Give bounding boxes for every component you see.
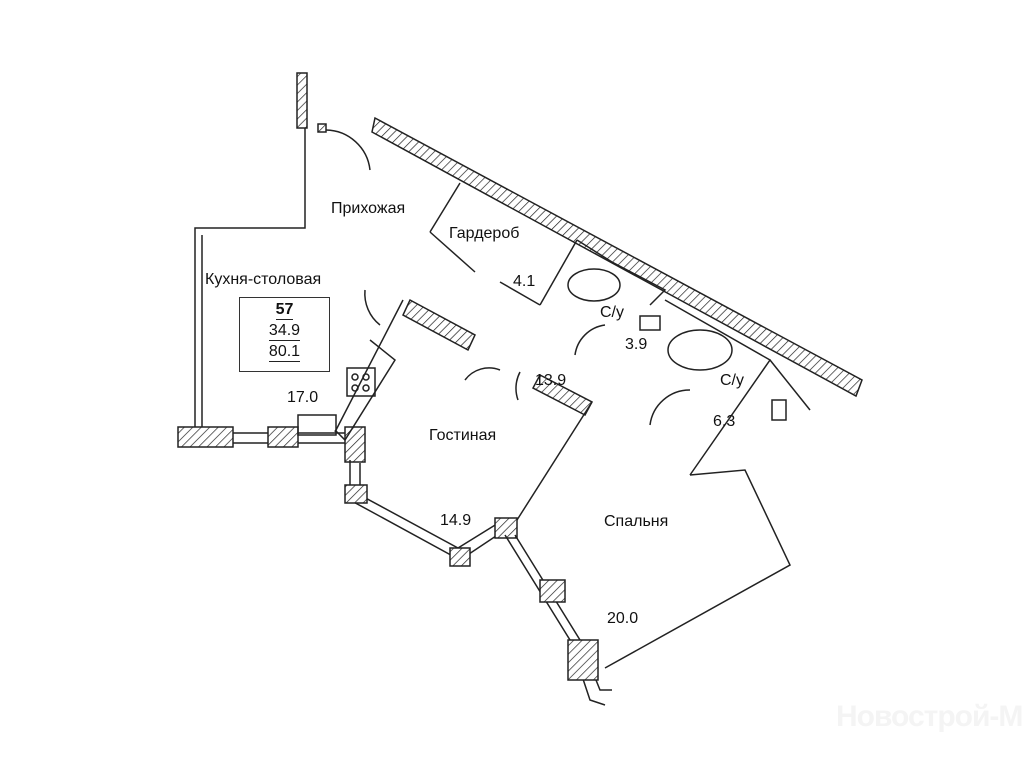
room-label-bathroom-1: С/у	[600, 304, 624, 321]
apartment-info-box: 57 34.9 80.1	[239, 297, 330, 372]
apartment-number: 57	[275, 301, 294, 320]
room-label-bedroom: Спальня	[604, 513, 669, 530]
room-area-hallway: 13.9	[535, 372, 567, 389]
room-label-kitchen: Кухня-столовая	[205, 271, 322, 288]
living-area: 34.9	[268, 322, 301, 341]
room-area-kitchen: 17.0	[287, 389, 319, 406]
room-area-bathroom-2: 6.3	[713, 413, 736, 430]
watermark: Новострой-М	[836, 700, 1023, 733]
total-area: 80.1	[268, 343, 301, 362]
room-area-bathroom-1: 3.9	[625, 336, 648, 353]
room-label-living-room: Гостиная	[429, 427, 497, 444]
room-label-wardrobe: Гардероб	[449, 225, 520, 242]
room-area-bedroom: 20.0	[607, 610, 639, 627]
room-area-wardrobe: 4.1	[513, 273, 536, 290]
walls	[177, 72, 863, 706]
room-label-bathroom-2: С/у	[720, 372, 744, 389]
room-label-hallway: Прихожая	[331, 200, 406, 217]
room-area-living-room: 14.9	[440, 512, 472, 529]
